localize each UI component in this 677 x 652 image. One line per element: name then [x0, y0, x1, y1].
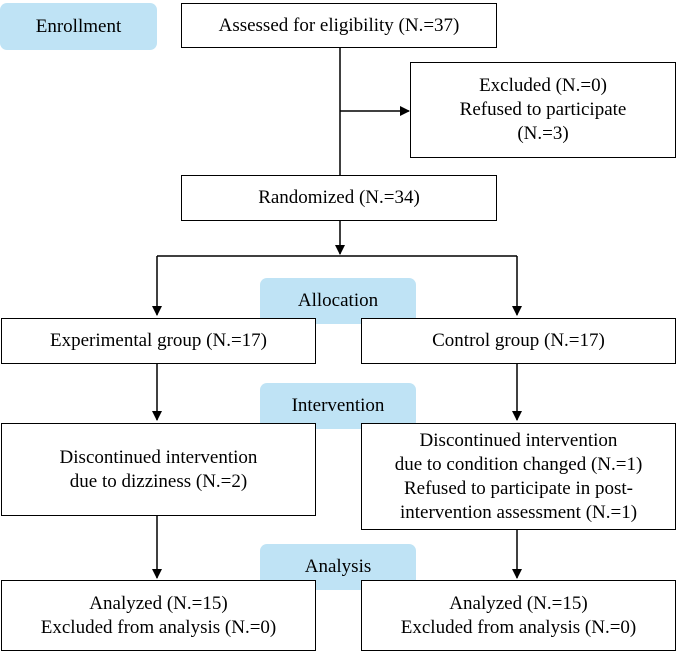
- excluded-line1: Excluded (N.=0): [479, 75, 607, 96]
- excluded-box: Excluded (N.=0) Refused to participate (…: [410, 62, 676, 158]
- experimental-discontinued-box: Discontinued intervention due to dizzine…: [1, 423, 316, 516]
- control-analysis-line1: Analyzed (N.=15): [449, 592, 588, 614]
- stage-analysis-label: Analysis: [304, 556, 372, 577]
- control-group-text: Control group (N.=17): [432, 330, 605, 351]
- excluded-line3: (N.=3): [517, 123, 569, 144]
- control-discontinued-line4: intervention assessment (N.=1): [399, 501, 638, 523]
- assessed-box: Assessed for eligibility (N.=37): [181, 3, 497, 48]
- control-group-box: Control group (N.=17): [361, 318, 676, 364]
- randomized-text: Randomized (N.=34): [258, 187, 420, 208]
- stage-enrollment-label: Enrollment: [35, 15, 122, 37]
- stage-enrollment: Enrollment: [0, 3, 157, 50]
- stage-intervention: Intervention: [260, 383, 416, 429]
- stage-allocation-label: Allocation: [297, 290, 379, 311]
- control-analysis-line2: Excluded from analysis (N.=0): [400, 616, 637, 638]
- stage-intervention-label: Intervention: [291, 395, 385, 416]
- randomized-box: Randomized (N.=34): [181, 175, 497, 221]
- control-discontinued-line1: Discontinued intervention: [419, 429, 618, 451]
- control-analysis-box: Analyzed (N.=15) Excluded from analysis …: [361, 580, 676, 651]
- experimental-group-text: Experimental group (N.=17): [49, 330, 267, 351]
- experimental-discontinued-line2: due to dizziness (N.=2): [69, 470, 248, 492]
- control-discontinued-box: Discontinued intervention due to conditi…: [361, 423, 676, 530]
- stage-allocation: Allocation: [260, 278, 416, 324]
- experimental-group-box: Experimental group (N.=17): [1, 318, 316, 364]
- control-discontinued-line2: due to condition changed (N.=1): [394, 453, 643, 475]
- experimental-discontinued-line1: Discontinued intervention: [59, 446, 258, 468]
- control-discontinued-line3: Refused to participate in post-: [404, 477, 633, 499]
- excluded-line2: Refused to participate: [459, 99, 627, 120]
- experimental-analysis-box: Analyzed (N.=15) Excluded from analysis …: [1, 580, 316, 651]
- experimental-analysis-line2: Excluded from analysis (N.=0): [40, 616, 277, 638]
- experimental-analysis-line1: Analyzed (N.=15): [89, 592, 228, 614]
- assessed-text: Assessed for eligibility (N.=37): [218, 14, 460, 36]
